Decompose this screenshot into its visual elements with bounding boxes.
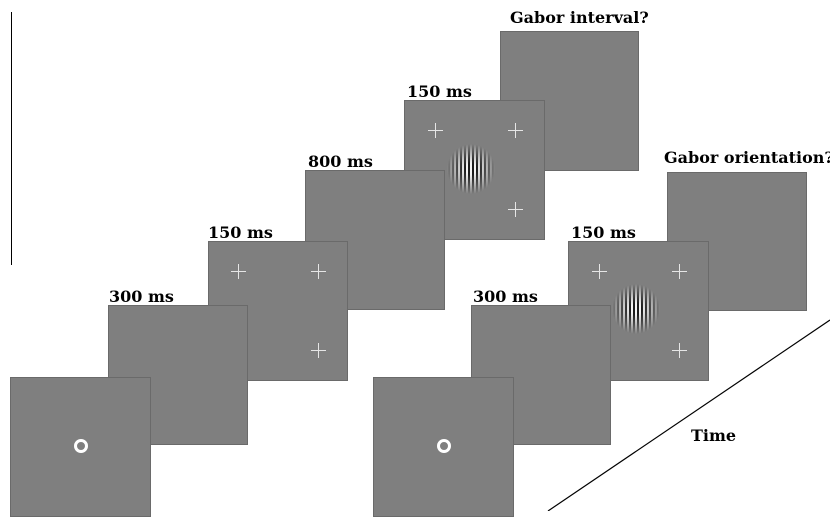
right-response-prompt: Gabor orientation? <box>664 148 830 167</box>
placeholder-cross-icon <box>508 123 523 138</box>
right-stimulus-duration: 150 ms <box>571 223 636 242</box>
gabor-patch-icon <box>611 283 661 335</box>
left-placeholders-duration: 150 ms <box>208 223 273 242</box>
left-blank2-duration: 800 ms <box>308 152 373 171</box>
left-stimulus-duration: 150 ms <box>407 82 472 101</box>
left-blank1-duration: 300 ms <box>109 287 174 306</box>
placeholder-cross-icon <box>672 343 687 358</box>
time-arrow-line <box>547 319 830 511</box>
placeholder-cross-icon <box>428 123 443 138</box>
gabor-patch-icon <box>446 143 496 195</box>
placeholder-cross-icon <box>311 264 326 279</box>
fixation-ring-icon <box>74 439 88 453</box>
left-fixation-screen <box>10 377 151 517</box>
fixation-ring-icon <box>437 439 451 453</box>
left-vertical-rule <box>11 12 12 265</box>
placeholder-cross-icon <box>231 264 246 279</box>
left-response-prompt: Gabor interval? <box>510 8 649 27</box>
placeholder-cross-icon <box>311 343 326 358</box>
placeholder-cross-icon <box>508 202 523 217</box>
placeholder-cross-icon <box>672 264 687 279</box>
placeholder-cross-icon <box>592 264 607 279</box>
time-axis-label: Time <box>691 426 737 445</box>
right-fixation-screen <box>373 377 514 517</box>
right-blank1-duration: 300 ms <box>473 287 538 306</box>
